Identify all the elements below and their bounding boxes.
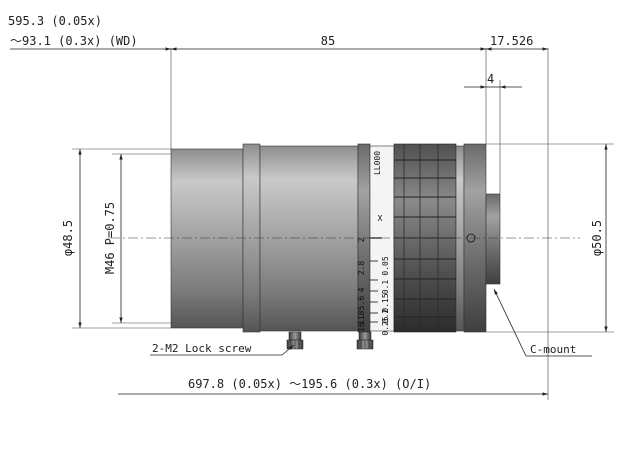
lock-screw-2 — [356, 331, 374, 350]
dimensions — [10, 47, 614, 400]
cmount-label: C-mount — [530, 343, 576, 356]
focus-scale: LL000 X 2 2.8 4 5.6 8 11 16 0.05 0.1 0.1… — [357, 151, 390, 336]
m-mark-025: 0.25 — [381, 316, 390, 335]
m-mark-01: 0.1 — [381, 280, 390, 295]
m-mark-015: 0.15 — [381, 293, 390, 312]
f-mark-2: 2 — [357, 237, 366, 242]
length-85-label: 85 — [321, 34, 335, 48]
diameter-485-label: φ48.5 — [61, 220, 75, 256]
m-mark-02: 0.2 — [381, 309, 390, 324]
f-mark-16: 16 — [357, 322, 366, 332]
x-mark: X — [378, 214, 383, 223]
thread-label: M46 P=0.75 — [103, 202, 117, 274]
length-4-label: 4 — [487, 72, 494, 86]
oi-distance-label: 697.8 (0.05x) ～195.6 (0.3x) (O/I) — [188, 377, 431, 391]
diameter-505-label: φ50.5 — [590, 220, 604, 256]
f-mark-5-6: 5.6 — [357, 296, 366, 311]
f-mark-2-8: 2.8 — [357, 261, 366, 276]
near-distance-label: ～93.1 (0.3x) (WD) — [10, 34, 138, 48]
lock-screw-label: 2-M2 Lock screw — [152, 342, 252, 355]
lock-screw-1 — [286, 331, 304, 350]
f-mark-11: 11 — [357, 315, 366, 325]
length-17526-label: 17.526 — [490, 34, 533, 48]
far-distance-label: 595.3 (0.05x) — [8, 14, 102, 28]
f-mark-8: 8 — [357, 310, 366, 315]
f-mark-4: 4 — [357, 287, 366, 292]
lens-body — [170, 143, 501, 333]
m-mark-005: 0.05 — [381, 256, 390, 275]
infinity-mark: LL000 — [373, 151, 382, 175]
